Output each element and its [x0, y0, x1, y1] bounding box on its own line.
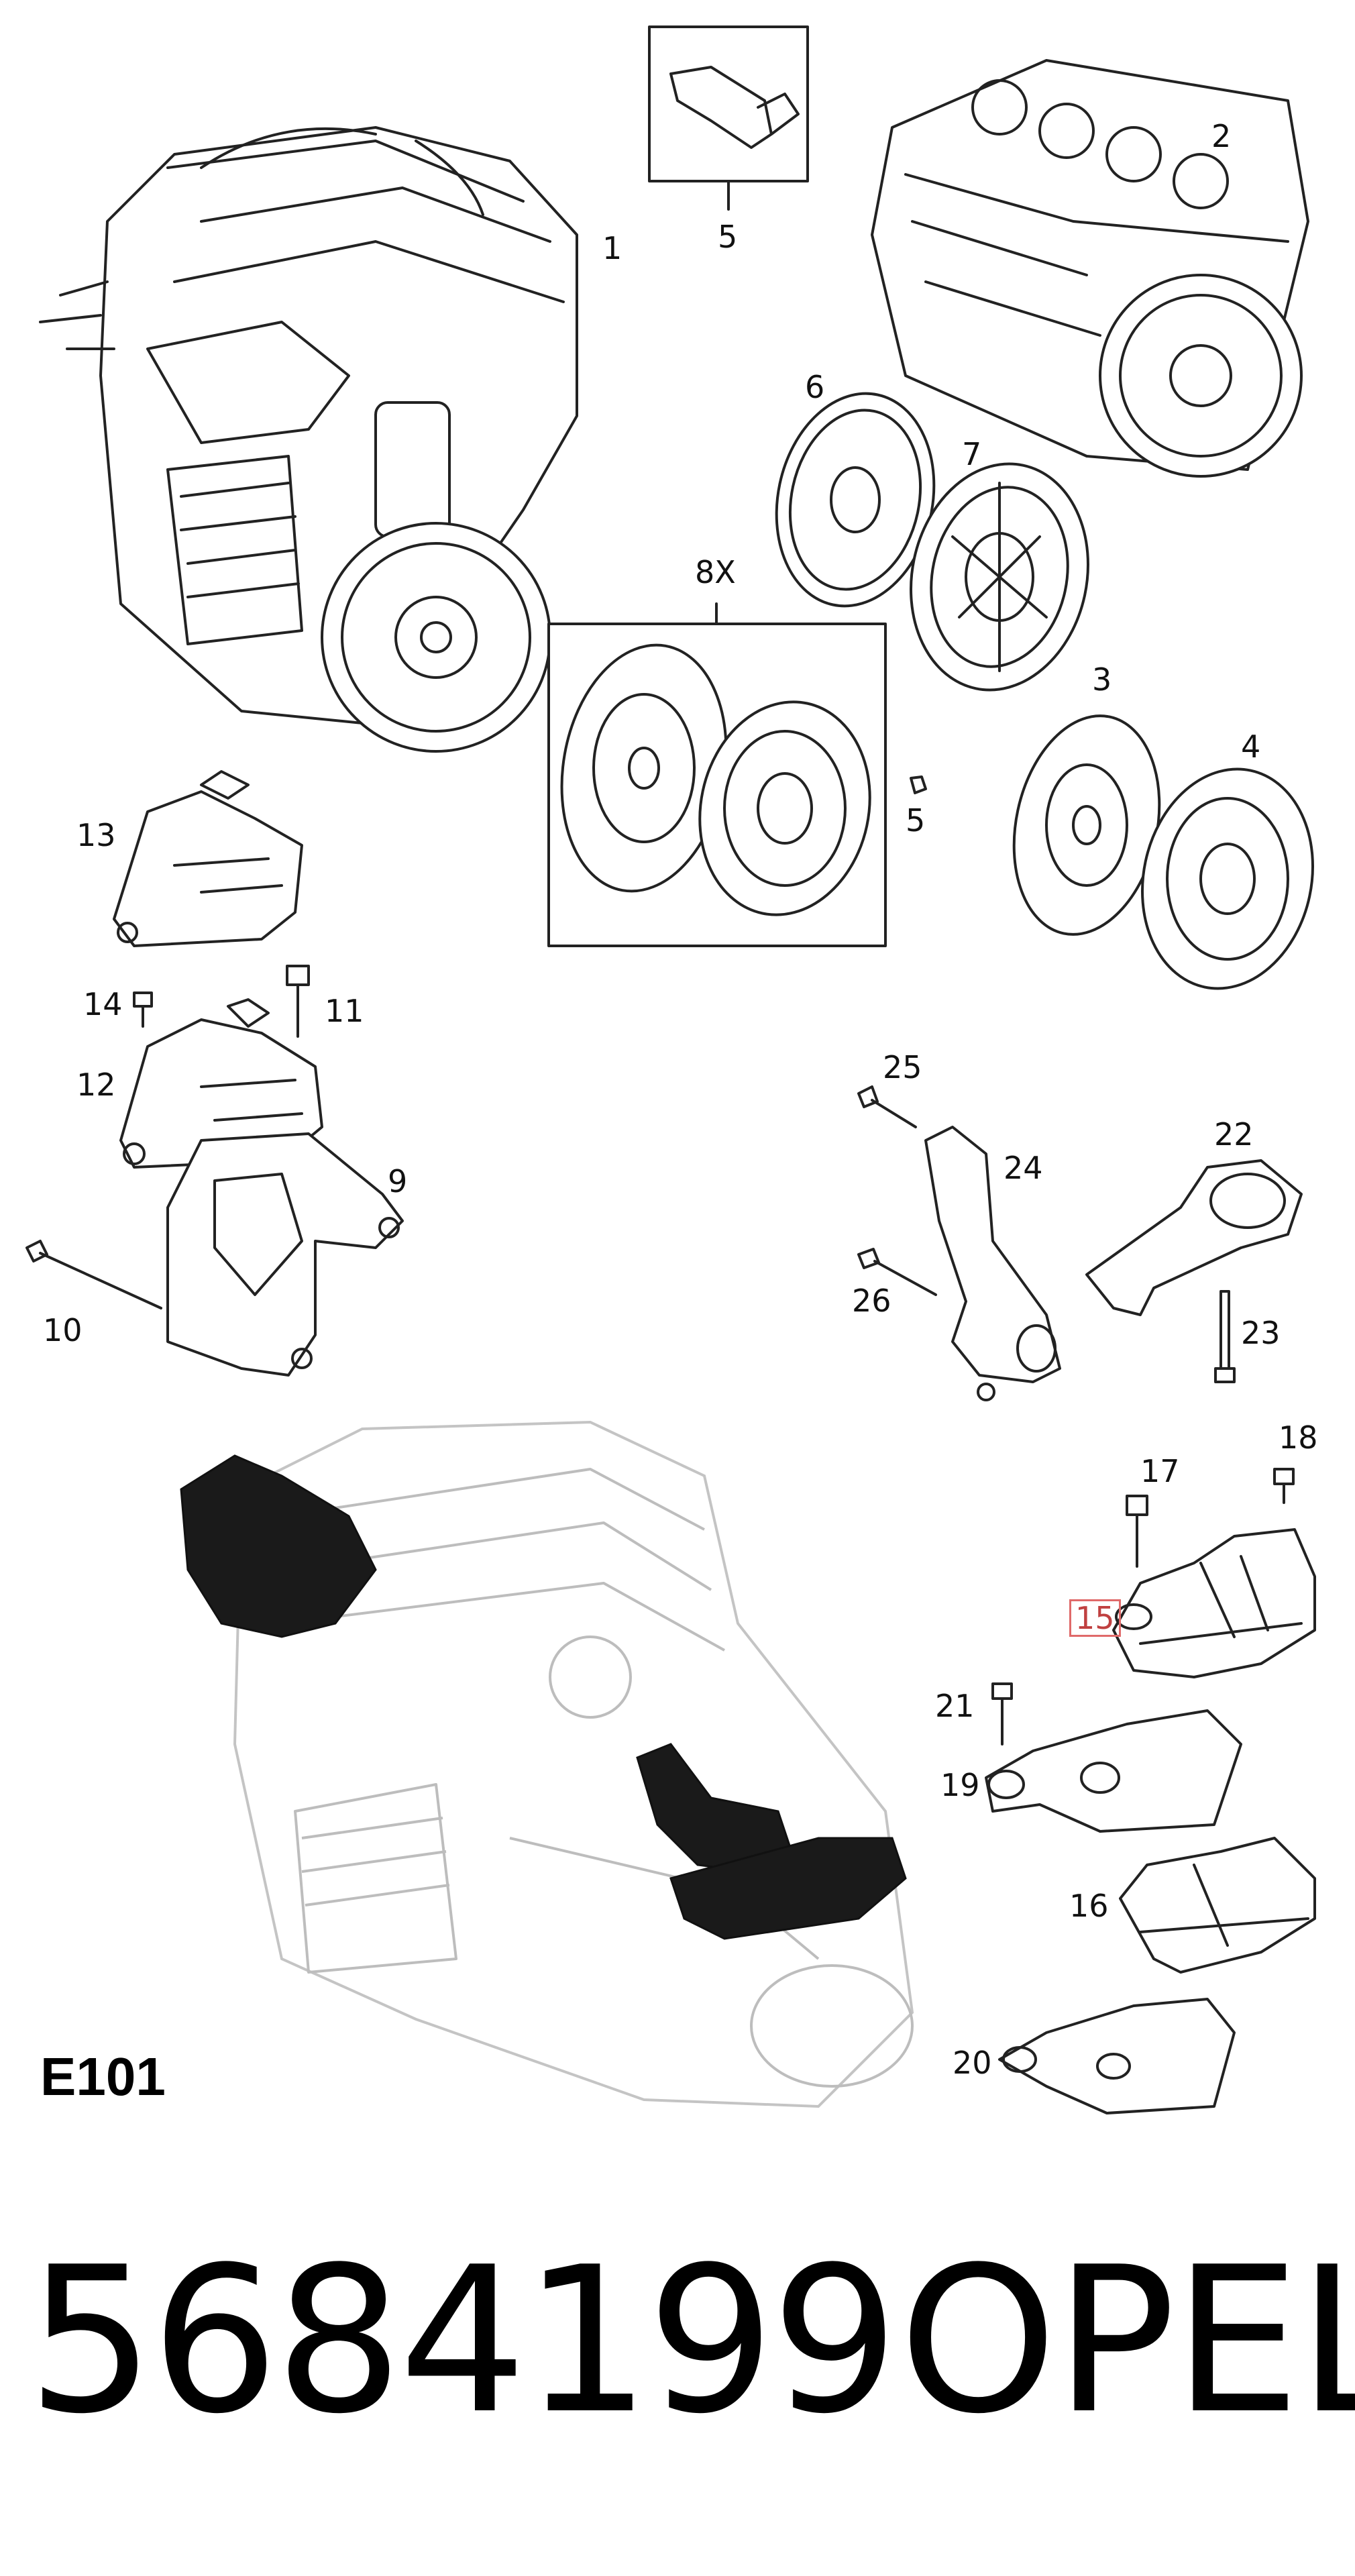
callout-4: 4	[1241, 729, 1261, 765]
bolt-box-drawing	[648, 25, 809, 211]
callout-17: 17	[1140, 1453, 1180, 1489]
callout-2: 2	[1211, 118, 1232, 154]
bracket-20-drawing	[998, 1998, 1236, 2114]
bolt-21-drawing	[991, 1682, 1013, 1746]
callout-15-highlighted: 15	[1069, 1599, 1121, 1637]
callout-21: 21	[935, 1688, 975, 1724]
bolt-23-drawing	[1214, 1290, 1236, 1383]
bolt-26-drawing	[857, 1248, 937, 1296]
callout-1: 1	[602, 230, 622, 266]
torque-mount-22-drawing	[1085, 1159, 1303, 1316]
brand-name: OPEL	[899, 2224, 1355, 2458]
bolt-25-drawing	[857, 1085, 917, 1128]
bracket-9-drawing	[166, 1132, 404, 1377]
callout-5b: 5	[906, 802, 926, 839]
transmission-mount-16-drawing	[1119, 1837, 1316, 1974]
pressure-plate-2-drawing	[1141, 767, 1314, 990]
callout-23: 23	[1241, 1315, 1281, 1351]
callout-16: 16	[1069, 1888, 1109, 1924]
callout-11: 11	[325, 993, 364, 1029]
engine-assembly-drawing	[39, 126, 578, 753]
engine-mount-12-drawing	[119, 998, 323, 1169]
callout-24: 24	[1004, 1150, 1043, 1186]
callout-7: 7	[962, 436, 982, 472]
callout-20: 20	[953, 2045, 992, 2081]
engine-block-drawing	[871, 59, 1309, 478]
bolt-17-drawing	[1126, 1495, 1148, 1568]
callout-13: 13	[76, 817, 116, 853]
callout-6: 6	[805, 369, 825, 405]
callout-5: 5	[718, 219, 738, 255]
callout-10: 10	[43, 1312, 83, 1348]
bracket-19-drawing	[985, 1709, 1242, 1833]
engine-mount-13-drawing	[113, 770, 303, 947]
pressure-plate-drawing	[910, 462, 1089, 692]
callout-25: 25	[883, 1049, 922, 1085]
callout-12: 12	[76, 1067, 116, 1103]
small-bolt-drawing	[910, 775, 927, 794]
callout-3: 3	[1092, 661, 1112, 698]
callout-22: 22	[1214, 1116, 1254, 1152]
part-number: 5684199	[27, 2224, 899, 2458]
bolt-18-drawing	[1273, 1468, 1295, 1504]
clutch-kit-box-drawing	[547, 602, 887, 947]
callout-14: 14	[83, 986, 123, 1022]
callout-19: 19	[940, 1767, 980, 1803]
section-code: E101	[40, 2047, 166, 2106]
callout-8x: 8X	[695, 554, 736, 590]
bolt-10-drawing	[25, 1240, 162, 1309]
bracket-24-drawing	[924, 1126, 1061, 1401]
callout-26: 26	[852, 1283, 891, 1319]
overview-engine-drawing	[180, 1420, 914, 2108]
transmission-mount-15-drawing	[1112, 1528, 1316, 1678]
bolt-11-drawing	[286, 965, 310, 1038]
callout-18: 18	[1279, 1419, 1318, 1456]
bolt-14-drawing	[133, 991, 153, 1028]
callout-9: 9	[388, 1163, 408, 1199]
